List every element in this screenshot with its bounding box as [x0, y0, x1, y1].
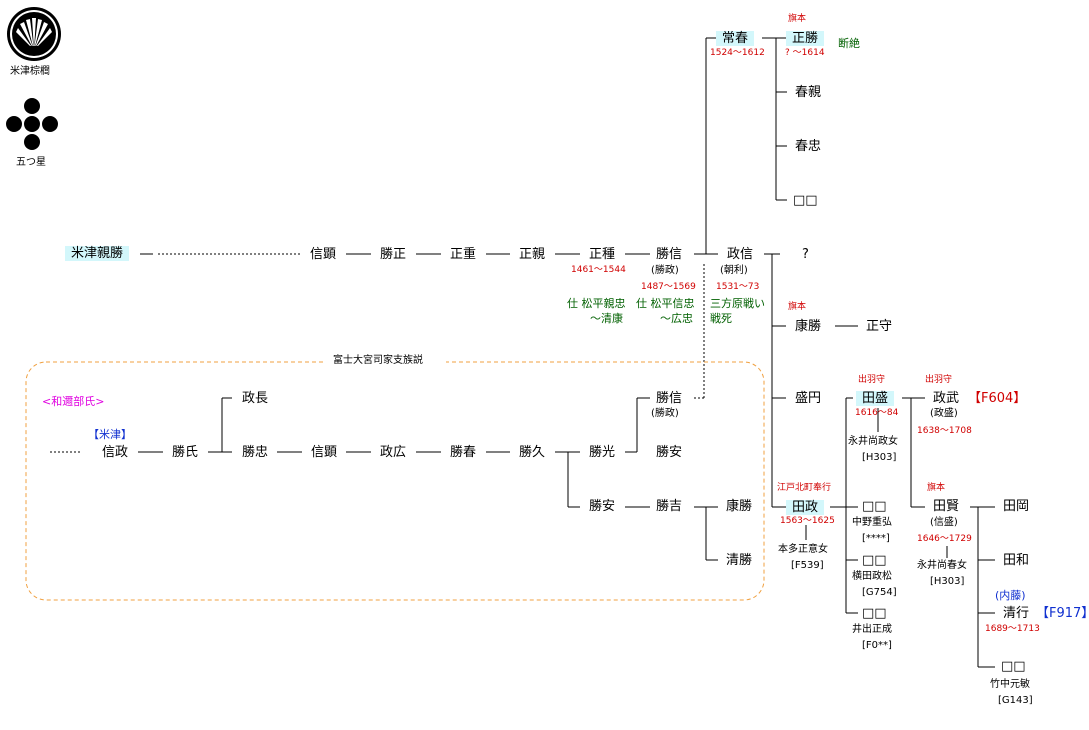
wife-takata: 永井尚春女 — [917, 560, 967, 571]
note-masakatsu: 断絶 — [838, 37, 860, 50]
person-tawa: 田和 — [1003, 553, 1030, 568]
person-kiyoyuki: 清行 — [1003, 606, 1030, 621]
person-yasukatsu: 康勝 — [795, 319, 822, 334]
person-tamori: 田盛 — [856, 391, 895, 406]
ref-tamori-wife: [H303] — [862, 452, 897, 463]
person-masatane: 正種 — [589, 247, 616, 262]
person-masamori: 正守 — [866, 319, 893, 334]
person-masashige: 正重 — [450, 247, 477, 262]
rank-yasukatsu: 旗本 — [788, 302, 807, 312]
person-yasukatsu-2: 康勝 — [726, 499, 753, 514]
crest-name-shuro: 米津棕櫚 — [10, 66, 50, 77]
person-katsumitsu: 勝光 — [589, 445, 616, 460]
alias-masanobu: (朝利) — [720, 265, 748, 276]
rank-masatake: 出羽守 — [925, 375, 953, 385]
years-tsuneharu: 1524〜1612 — [710, 48, 765, 58]
clan-yonezu-label: 【米津】 — [88, 428, 132, 441]
husband-daughter-3: 井出正成 — [852, 624, 892, 635]
years-masanobu: 1531〜73 — [716, 282, 760, 292]
person-katsunobu: 勝信 — [656, 247, 683, 262]
years-masatake: 1638〜1708 — [917, 426, 972, 436]
note-masatane-service2: 〜清康 — [590, 312, 623, 325]
person-tamasa: 田政 — [786, 500, 825, 515]
years-masakatsu: ? 〜1614 — [785, 48, 825, 58]
person-masanobu: 政信 — [727, 247, 754, 262]
husband-daughter-2: 横田政松 — [852, 571, 892, 582]
ref-daughter-1: [****] — [862, 533, 890, 544]
wife-tamori: 永井尚政女 — [848, 436, 898, 447]
person-katsuuji: 勝氏 — [172, 445, 199, 460]
daughter-4: □□ — [1001, 659, 1026, 674]
years-masatane: 1461〜1544 — [571, 265, 626, 275]
clan-wanibe: <和邇部氏> — [42, 395, 105, 408]
person-taoka: 田岡 — [1003, 499, 1030, 514]
years-kiyoyuki: 1689〜1713 — [985, 624, 1040, 634]
note-katsunobu-service2: 〜広忠 — [660, 312, 693, 325]
note-kiyoyuki: (内藤) — [995, 589, 1026, 602]
person-nobuaki: 信顕 — [310, 247, 337, 262]
years-katsunobu: 1487〜1569 — [641, 282, 696, 292]
years-tamasa: 1563〜1625 — [780, 516, 835, 526]
person-yonezu-chikakatsu: 米津親勝 — [65, 246, 130, 261]
ref-daughter-3: [F0**] — [862, 640, 892, 651]
person-nobuaki-2: 信顕 — [311, 445, 338, 460]
person-katsuhisa: 勝久 — [519, 445, 546, 460]
daughter-3: □□ — [862, 606, 887, 621]
person-masakatsu: 正勝 — [786, 31, 825, 46]
person-katsuyoshi: 勝吉 — [656, 499, 683, 514]
note-masanobu-death2: 戦死 — [710, 312, 732, 325]
ref-kiyoyuki[interactable]: 【F917】 — [1036, 606, 1089, 621]
note-masanobu-death: 三方原戦い — [710, 297, 765, 310]
person-tsuneharu: 常春 — [716, 31, 755, 46]
person-katsumasa: 勝正 — [380, 247, 407, 262]
person-kiyokatsu: 清勝 — [726, 553, 753, 568]
rank-takata: 旗本 — [927, 483, 946, 493]
person-masahiro: 政広 — [380, 445, 407, 460]
person-masanaga: 政長 — [242, 391, 269, 406]
person-katsuyasu: 勝安 — [656, 445, 683, 460]
person-morimitsu: 盛円 — [795, 391, 822, 406]
ref-takata-wife: [H303] — [930, 576, 965, 587]
shuro-crest-icon — [6, 6, 62, 65]
person-katsuyasu-2: 勝安 — [589, 499, 616, 514]
ref-masatake[interactable]: 【F604】 — [968, 391, 1027, 406]
person-masatake: 政武 — [933, 391, 960, 406]
years-tamori: 1616〜84 — [855, 408, 899, 418]
person-harutada: 春忠 — [795, 139, 822, 154]
box-title: 富士大宮司家支族説 — [333, 355, 423, 366]
person-unknown: ? — [802, 247, 809, 262]
five-stars-crest-icon — [4, 96, 60, 155]
alias-takata: (信盛) — [930, 517, 958, 528]
wife-tamasa: 本多正意女 — [778, 544, 828, 555]
crest-name-five-stars: 五つ星 — [16, 157, 46, 168]
note-masatane-service: 仕 松平親忠 — [567, 297, 626, 310]
person-katsuharu: 勝春 — [450, 445, 477, 460]
alias-masatake: (政盛) — [930, 408, 958, 419]
person-nobumasa: 信政 — [102, 445, 129, 460]
note-katsunobu-service: 仕 松平信忠 — [636, 297, 695, 310]
alias-katsunobu: (勝政) — [651, 265, 679, 276]
person-masachika: 正親 — [519, 247, 546, 262]
hypothesis-box — [25, 361, 765, 601]
years-takata: 1646〜1729 — [917, 534, 972, 544]
daughter-2: □□ — [862, 553, 887, 568]
ref-tamasa-wife: [F539] — [791, 560, 824, 571]
person-katsutada: 勝忠 — [242, 445, 269, 460]
husband-daughter-4: 竹中元敏 — [990, 679, 1030, 690]
person-haruchika: 春親 — [795, 85, 822, 100]
rank-masakatsu: 旗本 — [788, 14, 807, 24]
alias-katsunobu-2: (勝政) — [651, 408, 679, 419]
ref-daughter-4: [G143] — [998, 695, 1033, 706]
person-katsunobu-2: 勝信 — [656, 391, 683, 406]
person-unnamed-1: □□ — [793, 193, 818, 208]
ref-daughter-2: [G754] — [862, 587, 897, 598]
husband-daughter-1: 中野重弘 — [852, 517, 892, 528]
daughter-1: □□ — [862, 499, 887, 514]
rank-tamasa: 江戸北町奉行 — [777, 483, 832, 493]
rank-tamori: 出羽守 — [858, 375, 886, 385]
person-takata: 田賢 — [933, 499, 960, 514]
